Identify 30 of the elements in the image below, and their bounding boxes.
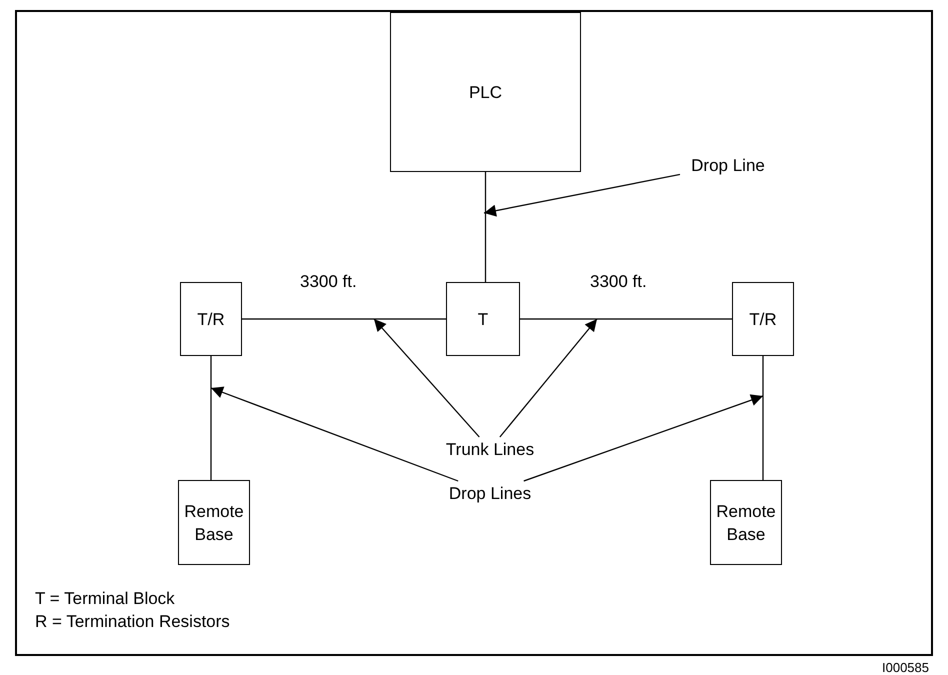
callout-text: Drop Lines xyxy=(448,482,532,504)
legend-note: R = Termination Resistors xyxy=(35,612,230,631)
block-box xyxy=(390,12,581,172)
connection-line xyxy=(242,318,446,320)
connection-line xyxy=(210,356,212,480)
leader-line xyxy=(484,174,680,217)
block-box xyxy=(710,480,782,565)
block-box xyxy=(178,480,250,565)
legend-note: T = Terminal Block xyxy=(35,589,175,608)
block-label: Remote Base xyxy=(715,500,777,546)
connection-line xyxy=(520,318,732,320)
leader-line xyxy=(524,394,764,482)
block-label: Remote Base xyxy=(183,500,245,546)
connection-line xyxy=(484,172,486,282)
callout-text: Drop Line xyxy=(691,154,765,176)
block-label: T/R xyxy=(197,308,225,330)
block-box xyxy=(732,282,794,356)
block-box xyxy=(180,282,242,356)
figure-id: I000585 xyxy=(882,660,929,675)
length-label: 3300 ft. xyxy=(300,272,357,291)
leader-line xyxy=(499,318,598,438)
leader-line xyxy=(210,386,458,482)
length-label: 3300 ft. xyxy=(590,272,647,291)
callout-text: Trunk Lines xyxy=(446,438,534,460)
block-label: PLC xyxy=(468,82,502,104)
block-label: T xyxy=(478,308,488,330)
block-box xyxy=(446,282,520,356)
block-label: T/R xyxy=(749,308,777,330)
connection-line xyxy=(762,356,764,480)
leader-line xyxy=(374,318,480,438)
